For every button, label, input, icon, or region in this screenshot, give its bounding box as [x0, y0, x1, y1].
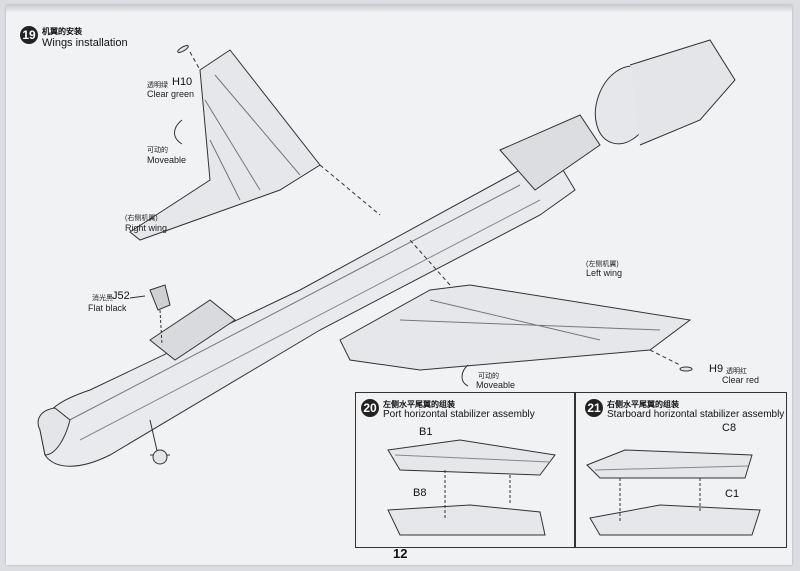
moveable-label-en-1: Moveable — [147, 155, 187, 165]
step-20-title-en: Port horizontal stabilizer assembly — [383, 409, 535, 420]
page-number: 12 — [393, 546, 408, 561]
h9-label-cn: 透明红 — [726, 368, 747, 375]
part-b8-label: B8 — [413, 487, 427, 499]
h10-label-cn: 透明绿 — [147, 82, 168, 89]
left-wing — [339, 284, 692, 371]
step-19-title-en: Wings installation — [42, 37, 128, 49]
step-19-badge: 19 — [20, 26, 38, 44]
engine-nozzle — [499, 114, 601, 191]
right-wing-label-cn: (右侧机翼) — [125, 215, 158, 222]
part-b1-label: B1 — [419, 426, 433, 438]
stabilizer-c1 — [589, 504, 761, 536]
step-21-title-cn: 右侧水平尾翼的组装 — [607, 400, 679, 409]
nose-cone — [37, 407, 71, 456]
page-fold-shadow — [6, 5, 792, 13]
tail-cone — [629, 39, 736, 146]
j52-label-cn: 消光黑 — [92, 295, 113, 302]
step-20-panel: 20 左侧水平尾翼的组装 Port horizontal stabilizer … — [355, 392, 576, 548]
moveable-label-en-2: Moveable — [476, 380, 516, 390]
step-20-badge: 20 — [361, 399, 379, 417]
right-wing — [129, 49, 321, 241]
j52-label-en: Flat black — [88, 303, 127, 313]
left-wing-label-en: Left wing — [586, 268, 623, 278]
h9-label-en: Clear red — [722, 375, 760, 385]
step-21-title-en: Starboard horizontal stabilizer assembly — [607, 409, 785, 420]
step-19-title-cn: 机翼的安装 — [42, 27, 82, 36]
step-21-panel: 21 右侧水平尾翼的组装 Starboard horizontal stabil… — [574, 392, 787, 548]
step-20-title-cn: 左侧水平尾翼的组装 — [383, 400, 455, 409]
h9-code: H9 — [709, 363, 724, 375]
step-21-badge: 21 — [585, 399, 603, 417]
moveable-label-cn-1: 可动的 — [147, 147, 168, 154]
stabilizer-c8 — [586, 449, 753, 479]
j52-code: J52 — [112, 290, 130, 302]
stabilizer-b8 — [387, 504, 546, 536]
left-wing-label-cn: (左侧机翼) — [586, 261, 619, 268]
moveable-label-cn-2: 可动的 — [478, 373, 499, 380]
part-c8-label: C8 — [722, 422, 737, 434]
stabilizer-b1 — [387, 439, 556, 476]
cockpit — [149, 299, 236, 361]
part-c1-label: C1 — [725, 488, 740, 500]
h10-label-en: Clear green — [147, 89, 195, 99]
h10-code: H10 — [172, 76, 193, 88]
right-wing-label-en: Right wing — [125, 223, 168, 233]
